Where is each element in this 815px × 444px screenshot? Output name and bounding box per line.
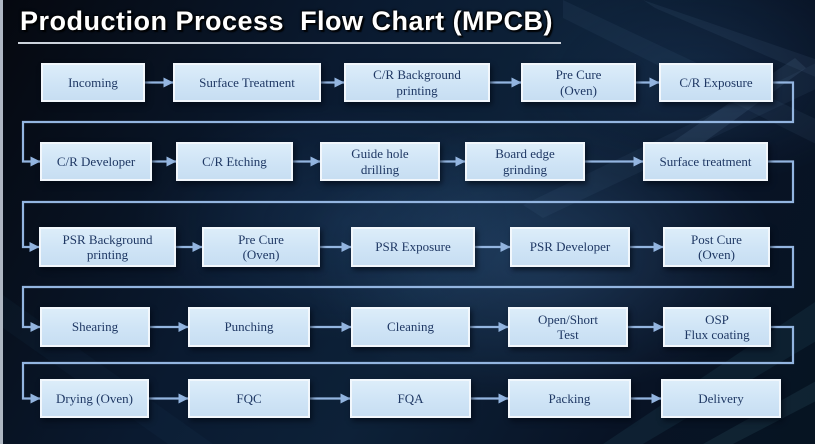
flow-step: PSR Background printing xyxy=(39,227,176,267)
flow-step: Post Cure (Oven) xyxy=(663,227,770,267)
flow-step: Open/Short Test xyxy=(508,307,628,347)
flow-step: Shearing xyxy=(40,307,150,347)
flow-step: Guide hole drilling xyxy=(320,142,440,181)
flow-step: Drying (Oven) xyxy=(40,379,149,418)
flow-step: C/R Exposure xyxy=(659,63,773,102)
flow-step: FQC xyxy=(188,379,310,418)
flow-step: Cleaning xyxy=(351,307,470,347)
flow-connector xyxy=(21,81,795,167)
flow-step: OSP Flux coating xyxy=(663,307,771,347)
flow-diagram: Incoming Surface Treatment C/R Background … xyxy=(3,0,815,444)
flow-step: Delivery xyxy=(661,379,781,418)
flow-step: Pre Cure (Oven) xyxy=(202,227,320,267)
flow-step: C/R Developer xyxy=(40,142,152,181)
flow-step: Surface Treatment xyxy=(173,63,321,102)
flow-step: Pre Cure (Oven) xyxy=(521,63,636,102)
flow-step: C/R Etching xyxy=(176,142,293,181)
flow-step: Packing xyxy=(508,379,631,418)
flow-step: Board edge grinding xyxy=(465,142,585,181)
flow-connector xyxy=(21,160,795,252)
flow-step: FQA xyxy=(350,379,471,418)
flow-connector xyxy=(21,245,795,332)
flow-step: PSR Developer xyxy=(510,227,630,267)
flow-step: Incoming xyxy=(41,63,145,102)
flow-step: PSR Exposure xyxy=(351,227,475,267)
connector-layer xyxy=(21,77,795,404)
flow-step: Surface treatment xyxy=(643,142,768,181)
flow-step: Punching xyxy=(188,307,310,347)
flow-step: C/R Background printing xyxy=(344,63,490,102)
flow-arrows xyxy=(21,77,795,404)
flow-connector xyxy=(21,325,795,404)
page-title: Production Process Flow Chart (MPCB) xyxy=(18,6,562,44)
